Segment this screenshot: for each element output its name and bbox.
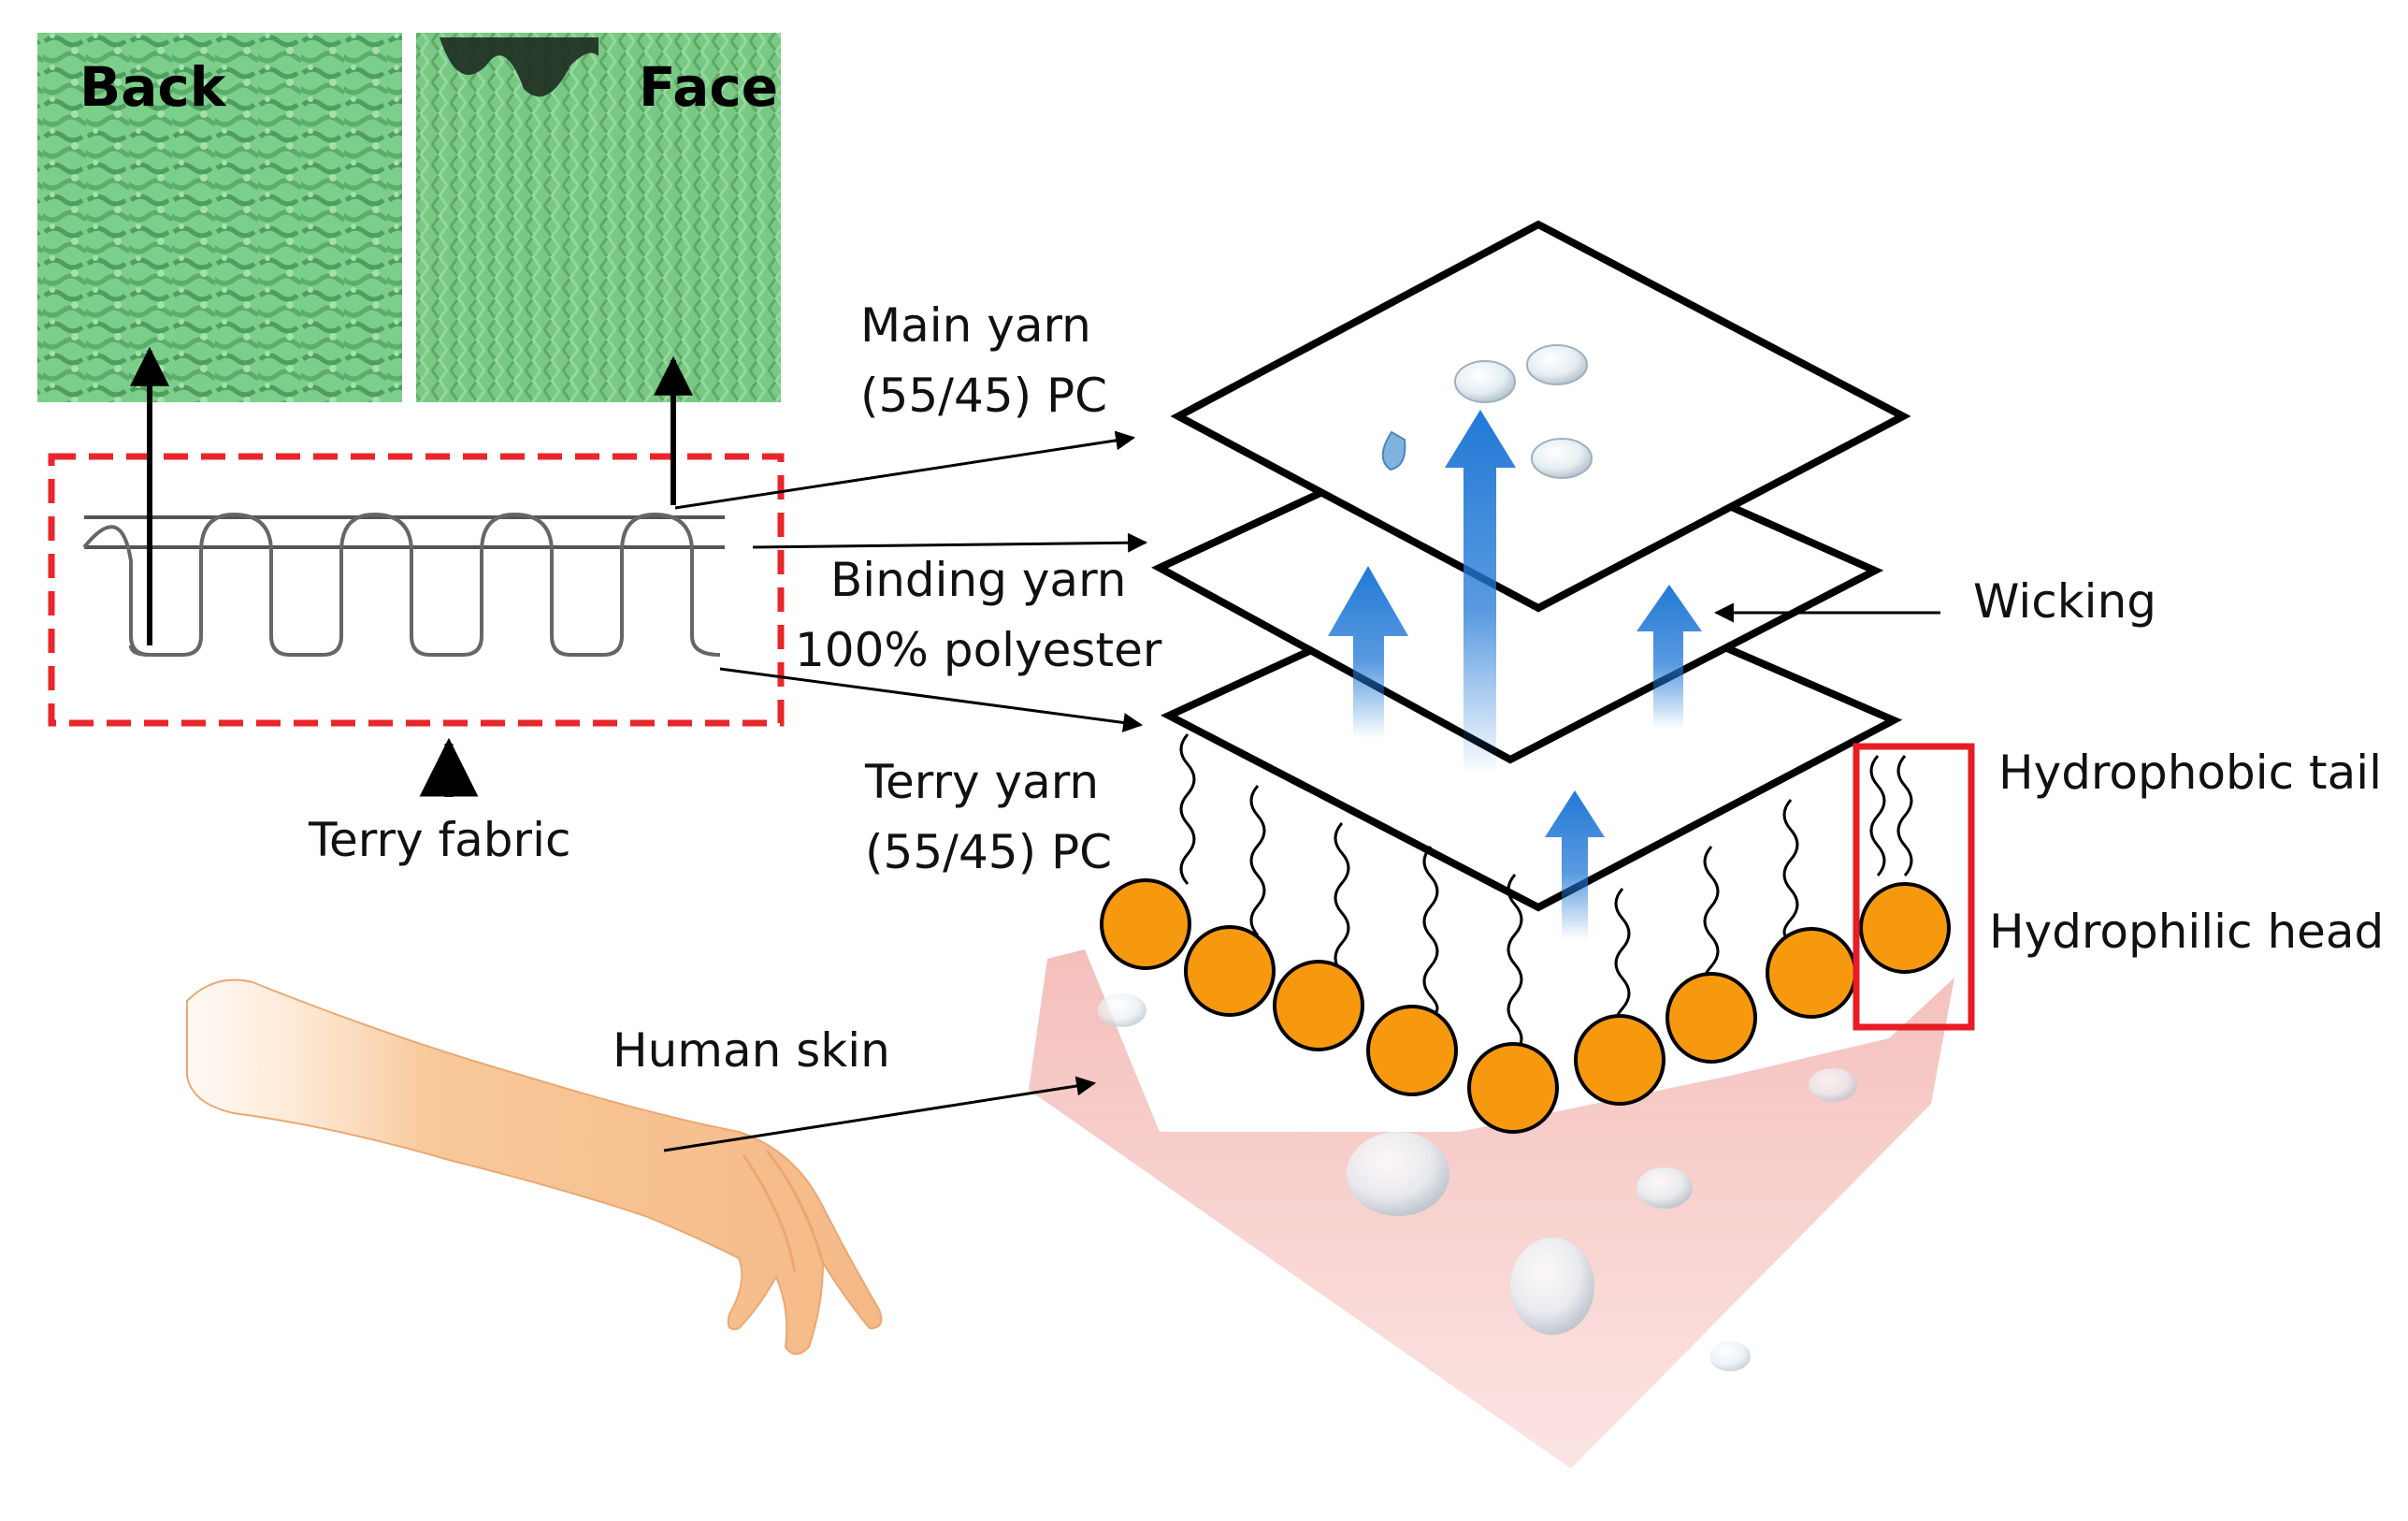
arm-finger-lines <box>742 1150 825 1273</box>
yarn-labels: Main yarn (55/45) PC Binding yarn 100% p… <box>795 298 1162 879</box>
hydrophobic-tail <box>1422 846 1439 1017</box>
wicking-arrow-left <box>1328 566 1408 739</box>
hydrophilic-head <box>1184 925 1276 1017</box>
hydrophilic-head <box>1467 1042 1559 1134</box>
hydrophobic-tail <box>1334 822 1350 974</box>
hydrophobic-tail <box>1179 733 1196 885</box>
face-label: Face <box>639 55 778 119</box>
wicking-arrows: Wicking <box>1328 410 2156 940</box>
skin-droplet <box>1098 993 1146 1027</box>
arrow-human-skin <box>663 1076 1097 1152</box>
surface-droplet <box>1454 360 1516 403</box>
arrow-main-yarn <box>674 430 1136 510</box>
human-skin-label: Human skin <box>613 1023 890 1078</box>
main-yarn-label-1: Main yarn <box>860 298 1091 353</box>
skin-droplet <box>1809 1068 1857 1102</box>
arrow-terry-yarn <box>719 667 1144 732</box>
human-skin <box>1029 949 1954 1469</box>
hydrophobic-tail-label: Hydrophobic tail <box>1998 746 2382 800</box>
terry-yarn-label-2: (55/45) PC <box>865 825 1112 879</box>
arrow-binding-yarn <box>752 532 1148 553</box>
back-photo <box>37 33 402 402</box>
main-yarn-label-2: (55/45) PC <box>860 369 1107 423</box>
hydrophobic-tail <box>1703 846 1720 987</box>
hydrophilic-heads <box>1100 878 1951 1134</box>
leader-arrows <box>674 430 1148 732</box>
hydrophilic-head <box>1859 882 1951 974</box>
fabric-photos: Back Face <box>37 33 781 402</box>
hydrophilic-head <box>1100 878 1191 970</box>
skin-droplet <box>1347 1132 1449 1216</box>
hydrophobic-tail <box>1614 888 1631 1031</box>
surface-droplet <box>1381 430 1406 471</box>
hydrophobic-tail <box>1507 874 1523 1054</box>
dashed-box <box>48 453 785 727</box>
face-photo-ink-mark <box>440 37 598 97</box>
wicking-label: Wicking <box>1973 574 2156 629</box>
molecule-highlight-box <box>1853 743 1975 1031</box>
wicking-arrow-lower <box>1545 790 1605 940</box>
fabric-layers <box>1151 220 1911 912</box>
surface-droplet <box>1531 438 1593 479</box>
hydrophilic-head <box>1273 960 1364 1051</box>
terry-fabric-schematic: Terry fabric <box>48 346 785 867</box>
hydrophilic-head <box>1665 972 1757 1064</box>
skin-droplet <box>1709 1341 1751 1371</box>
surface-droplet <box>1526 344 1588 385</box>
arm-illustration <box>186 978 883 1355</box>
hydrophobic-tail <box>1869 755 1886 876</box>
face-photo <box>416 33 781 402</box>
skin-droplet <box>1510 1238 1594 1335</box>
terry-yarn-loops <box>82 512 721 657</box>
wicking-arrow-right <box>1637 585 1702 730</box>
terry-loop-bottom <box>129 645 151 657</box>
surfactant-molecules <box>1179 733 1913 1054</box>
back-label: Back <box>79 55 227 119</box>
hydrophobic-tail <box>1896 755 1913 876</box>
hydrophobic-tail <box>1249 785 1266 936</box>
hydrophilic-head-label: Hydrophilic head <box>1989 905 2384 959</box>
hydrophobic-tail <box>1782 799 1799 942</box>
terry-yarn-label-1: Terry yarn <box>864 755 1099 809</box>
human-arm <box>186 978 883 1355</box>
hydrophilic-head <box>1766 927 1857 1019</box>
binding-yarn-label-1: Binding yarn <box>830 553 1126 607</box>
skin-droplet <box>1637 1167 1693 1209</box>
binding-yarn-label-2: 100% polyester <box>795 623 1162 677</box>
skin-surface <box>1029 949 1954 1469</box>
hydrophilic-head <box>1366 1005 1458 1096</box>
wicking-arrow-center <box>1445 410 1516 776</box>
main-yarn-layer <box>1170 220 1911 613</box>
terry-fabric-label: Terry fabric <box>308 813 570 867</box>
hydrophilic-head <box>1574 1014 1665 1106</box>
